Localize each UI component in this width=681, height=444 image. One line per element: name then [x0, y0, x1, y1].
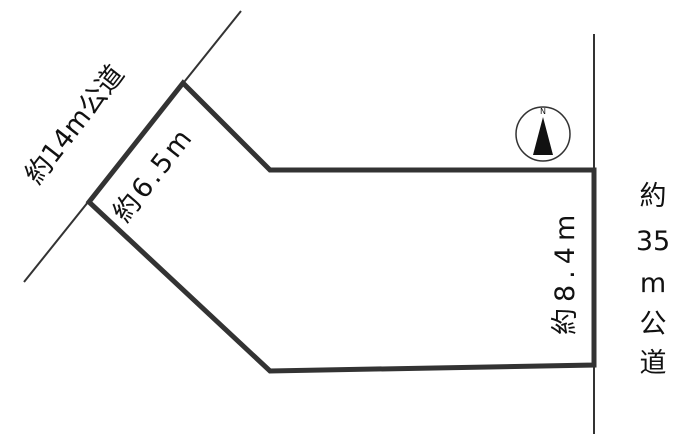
- right-road-label-char: 公: [640, 309, 667, 340]
- diagonal-frontage-label: 約6.5m: [107, 122, 200, 229]
- right-road-label-char: 約: [640, 181, 667, 212]
- right-frontage-label: 約8.4m: [550, 209, 581, 335]
- right-road-label-char: m: [640, 268, 666, 299]
- north-arrow-icon: N: [515, 106, 571, 162]
- right-road-label-char: 道: [640, 348, 667, 379]
- north-letter: N: [540, 107, 546, 116]
- lot-outline: [85, 79, 597, 374]
- right-road-label: 約 35 m 公 道: [636, 181, 670, 379]
- right-road-label-char: 35: [636, 226, 670, 257]
